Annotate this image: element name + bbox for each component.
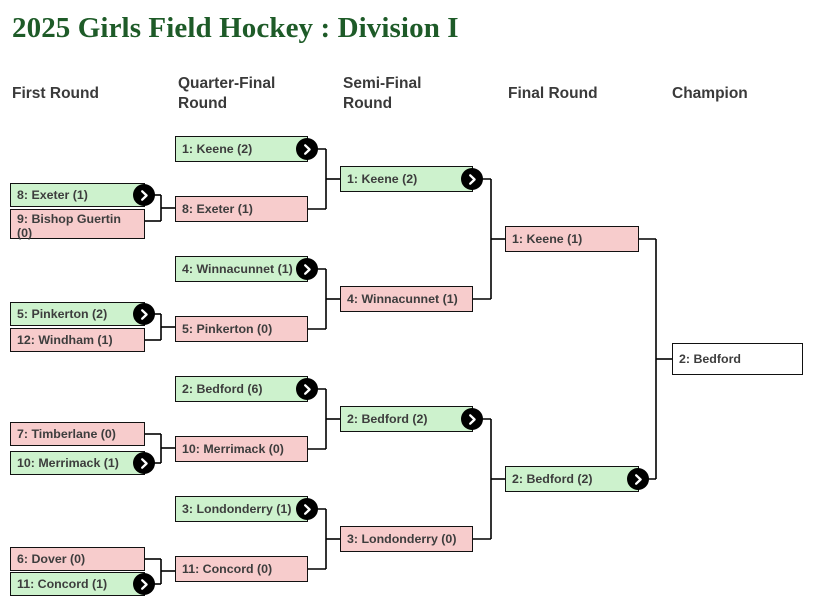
first-round-team-8[interactable]: 11: Concord (1) <box>10 572 155 596</box>
quarter-final-team-2[interactable]: 8: Exeter (1) <box>175 196 308 222</box>
first-round-team-3[interactable]: 5: Pinkerton (2) <box>10 302 155 326</box>
chevron-right-icon <box>133 303 155 325</box>
final-round-team-1[interactable]: 1: Keene (1) <box>505 226 639 252</box>
first-round-team-5[interactable]: 7: Timberlane (0) <box>10 422 145 446</box>
chevron-right-icon <box>133 452 155 474</box>
semi-final-team-2[interactable]: 4: Winnacunnet (1) <box>340 286 473 312</box>
chevron-right-icon <box>133 184 155 206</box>
team-label: 4: Winnacunnet (1) <box>182 261 293 276</box>
round-header-champion: Champion <box>672 85 748 102</box>
chevron-right-icon <box>627 468 649 490</box>
chevron-right-icon <box>296 138 318 160</box>
page-title: 2025 Girls Field Hockey : Division I <box>12 12 459 44</box>
quarter-final-team-3[interactable]: 4: Winnacunnet (1) <box>175 256 318 282</box>
team-label: 1: Keene (2) <box>347 171 418 186</box>
first-round-team-2[interactable]: 9: Bishop Guertin (0) <box>10 209 145 241</box>
chevron-right-icon <box>296 378 318 400</box>
first-round-team-1[interactable]: 8: Exeter (1) <box>10 183 155 207</box>
team-label: 2: Bedford <box>679 351 741 366</box>
chevron-right-icon <box>461 408 483 430</box>
final-round-team-2[interactable]: 2: Bedford (2) <box>505 466 649 492</box>
team-label: 9: Bishop Guertin (0) <box>17 212 121 241</box>
team-label: 3: Londonderry (0) <box>347 531 457 546</box>
team-label: 3: Londonderry (1) <box>182 501 292 516</box>
team-label: 8: Exeter (1) <box>182 201 253 216</box>
team-label: 2: Bedford (6) <box>182 381 263 396</box>
team-label: 5: Pinkerton (0) <box>182 321 273 336</box>
champion-team[interactable]: 2: Bedford <box>672 343 803 375</box>
round-header-first-round: First Round <box>12 85 99 102</box>
team-label: 5: Pinkerton (2) <box>17 306 108 321</box>
quarter-final-team-7[interactable]: 3: Londonderry (1) <box>175 496 318 522</box>
chevron-right-icon <box>296 498 318 520</box>
quarter-final-team-8[interactable]: 11: Concord (0) <box>175 556 308 582</box>
round-header-final-round: Final Round <box>508 85 598 102</box>
quarter-final-team-5[interactable]: 2: Bedford (6) <box>175 376 318 402</box>
round-header-quarter-final-round: Quarter-Final Round <box>178 75 276 112</box>
team-label: 10: Merrimack (0) <box>182 441 284 456</box>
chevron-right-icon <box>296 258 318 280</box>
team-label: 8: Exeter (1) <box>17 187 88 202</box>
quarter-final-team-4[interactable]: 5: Pinkerton (0) <box>175 316 308 342</box>
team-label: 11: Concord (0) <box>182 561 273 576</box>
team-label: 7: Timberlane (0) <box>17 426 116 441</box>
team-label: 6: Dover (0) <box>17 551 86 566</box>
chevron-right-icon <box>133 573 155 595</box>
first-round-team-6[interactable]: 10: Merrimack (1) <box>10 451 155 475</box>
semi-final-team-1[interactable]: 1: Keene (2) <box>340 166 483 192</box>
semi-final-team-3[interactable]: 2: Bedford (2) <box>340 406 483 432</box>
quarter-final-team-1[interactable]: 1: Keene (2) <box>175 136 318 162</box>
team-label: 12: Windham (1) <box>17 332 113 347</box>
team-label: 11: Concord (1) <box>17 576 108 591</box>
team-label: 2: Bedford (2) <box>512 471 593 486</box>
team-label: 2: Bedford (2) <box>347 411 428 426</box>
round-header-semi-final-round: Semi-Final Round <box>343 75 422 112</box>
first-round-team-7[interactable]: 6: Dover (0) <box>10 547 145 571</box>
team-label: 1: Keene (2) <box>182 141 253 156</box>
team-label: 10: Merrimack (1) <box>17 455 119 470</box>
team-label: 4: Winnacunnet (1) <box>347 291 458 306</box>
team-label: 1: Keene (1) <box>512 231 583 246</box>
first-round-team-4[interactable]: 12: Windham (1) <box>10 328 145 352</box>
quarter-final-team-6[interactable]: 10: Merrimack (0) <box>175 436 308 462</box>
chevron-right-icon <box>461 168 483 190</box>
semi-final-team-4[interactable]: 3: Londonderry (0) <box>340 526 473 552</box>
